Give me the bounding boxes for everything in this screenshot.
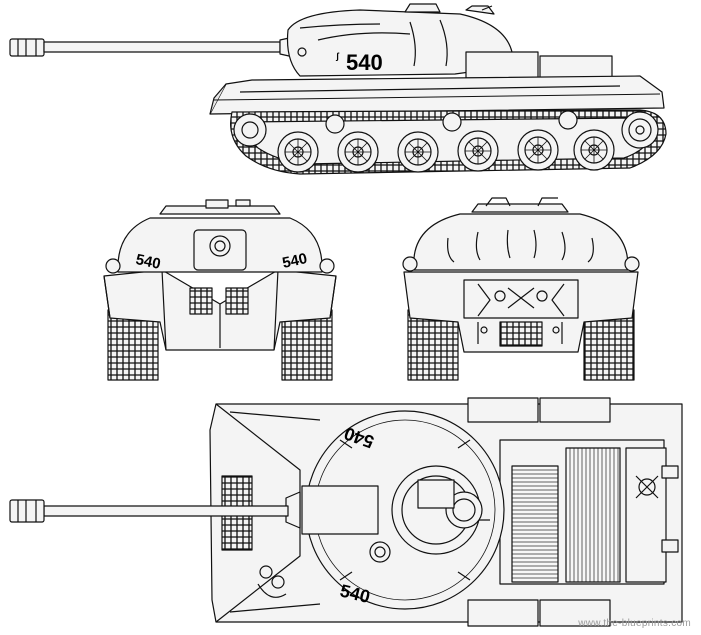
rear-view xyxy=(402,197,640,381)
top-view: 540 540 xyxy=(9,397,683,627)
side-return-rollers xyxy=(325,110,578,134)
side-road-wheels xyxy=(277,129,615,173)
side-stowage-box xyxy=(465,51,539,79)
rear-turret xyxy=(413,213,629,271)
top-gun-barrel xyxy=(43,505,289,517)
svg-text:ʃ: ʃ xyxy=(335,51,340,61)
side-idler-wheel xyxy=(233,113,267,147)
watermark: www.the-blueprints.com xyxy=(578,618,691,629)
side-turret-number: 540 xyxy=(346,50,383,75)
front-right-number: 540 xyxy=(281,250,309,272)
front-left-number: 540 xyxy=(134,251,162,273)
top-stowage-box xyxy=(467,397,539,423)
rear-spare-track xyxy=(499,321,543,347)
side-view: 540 ʃ xyxy=(9,3,667,175)
top-gun-mantlet xyxy=(301,485,379,535)
front-view: 540 540 xyxy=(103,199,337,381)
side-turret xyxy=(286,9,515,77)
side-gun-barrel xyxy=(9,35,299,59)
